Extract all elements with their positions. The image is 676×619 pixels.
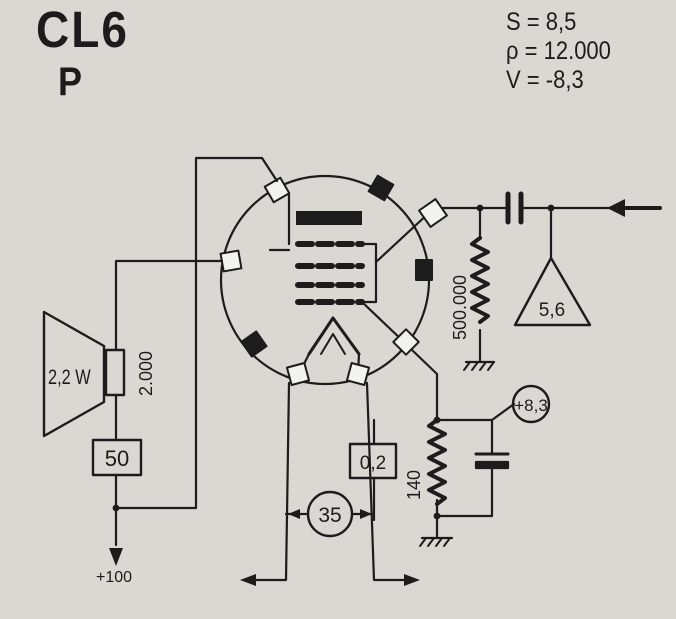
cathode-voltage-circle (511, 384, 551, 424)
supply-voltage-label: +100 (96, 569, 132, 586)
supply-arrow-icon (109, 548, 123, 566)
screen-resistor-box (91, 438, 143, 477)
cathode-resistor (427, 418, 447, 506)
tube-variant-label: P (58, 58, 83, 104)
heater-resistor-label: 0,2 (360, 453, 386, 474)
heater-voltage-label: 35 (318, 504, 341, 527)
junction-dots (112, 204, 555, 520)
arrows (109, 199, 625, 586)
heater-inner-arrow-right-icon (360, 509, 372, 519)
heater-arrow-left-icon (240, 574, 256, 586)
input-triangle (513, 256, 592, 327)
input-triangle-label: 5,6 (539, 300, 565, 321)
heater-voltage-circle (306, 490, 354, 538)
grid-resistor (470, 236, 490, 324)
heater-inner-arrow-left-icon (288, 509, 300, 519)
grid-resistor-label: 500.000 (450, 275, 470, 340)
input-arrow-icon (607, 199, 625, 217)
cathode-voltage-label: +8,3 (514, 396, 548, 415)
cathode-capacitor (474, 452, 510, 470)
tube-type-title: CL6 (36, 0, 129, 58)
speaker-icon (42, 310, 126, 438)
heater-resistor-box (348, 442, 398, 480)
param-rho: ρ = 12.000 (506, 37, 611, 65)
tube-internal-wiring (268, 193, 432, 376)
cathode-resistor-label: 140 (404, 470, 424, 500)
tube-electrodes (295, 211, 365, 356)
param-s: S = 8,5 (506, 8, 577, 36)
tube-parameters: S = 8,5 ρ = 12.000 V = -8,3 (506, 8, 625, 95)
ground-symbols (419, 361, 495, 547)
output-resistor-label: 2.000 (136, 351, 156, 396)
screen-resistor-label: 50 (105, 446, 129, 471)
heater-arrow-right-icon (404, 574, 420, 586)
tube-pins (219, 174, 448, 387)
coupling-capacitor (505, 191, 524, 225)
param-v: V = -8,3 (506, 66, 584, 94)
speaker-power-label: 2,2 W (48, 365, 91, 388)
